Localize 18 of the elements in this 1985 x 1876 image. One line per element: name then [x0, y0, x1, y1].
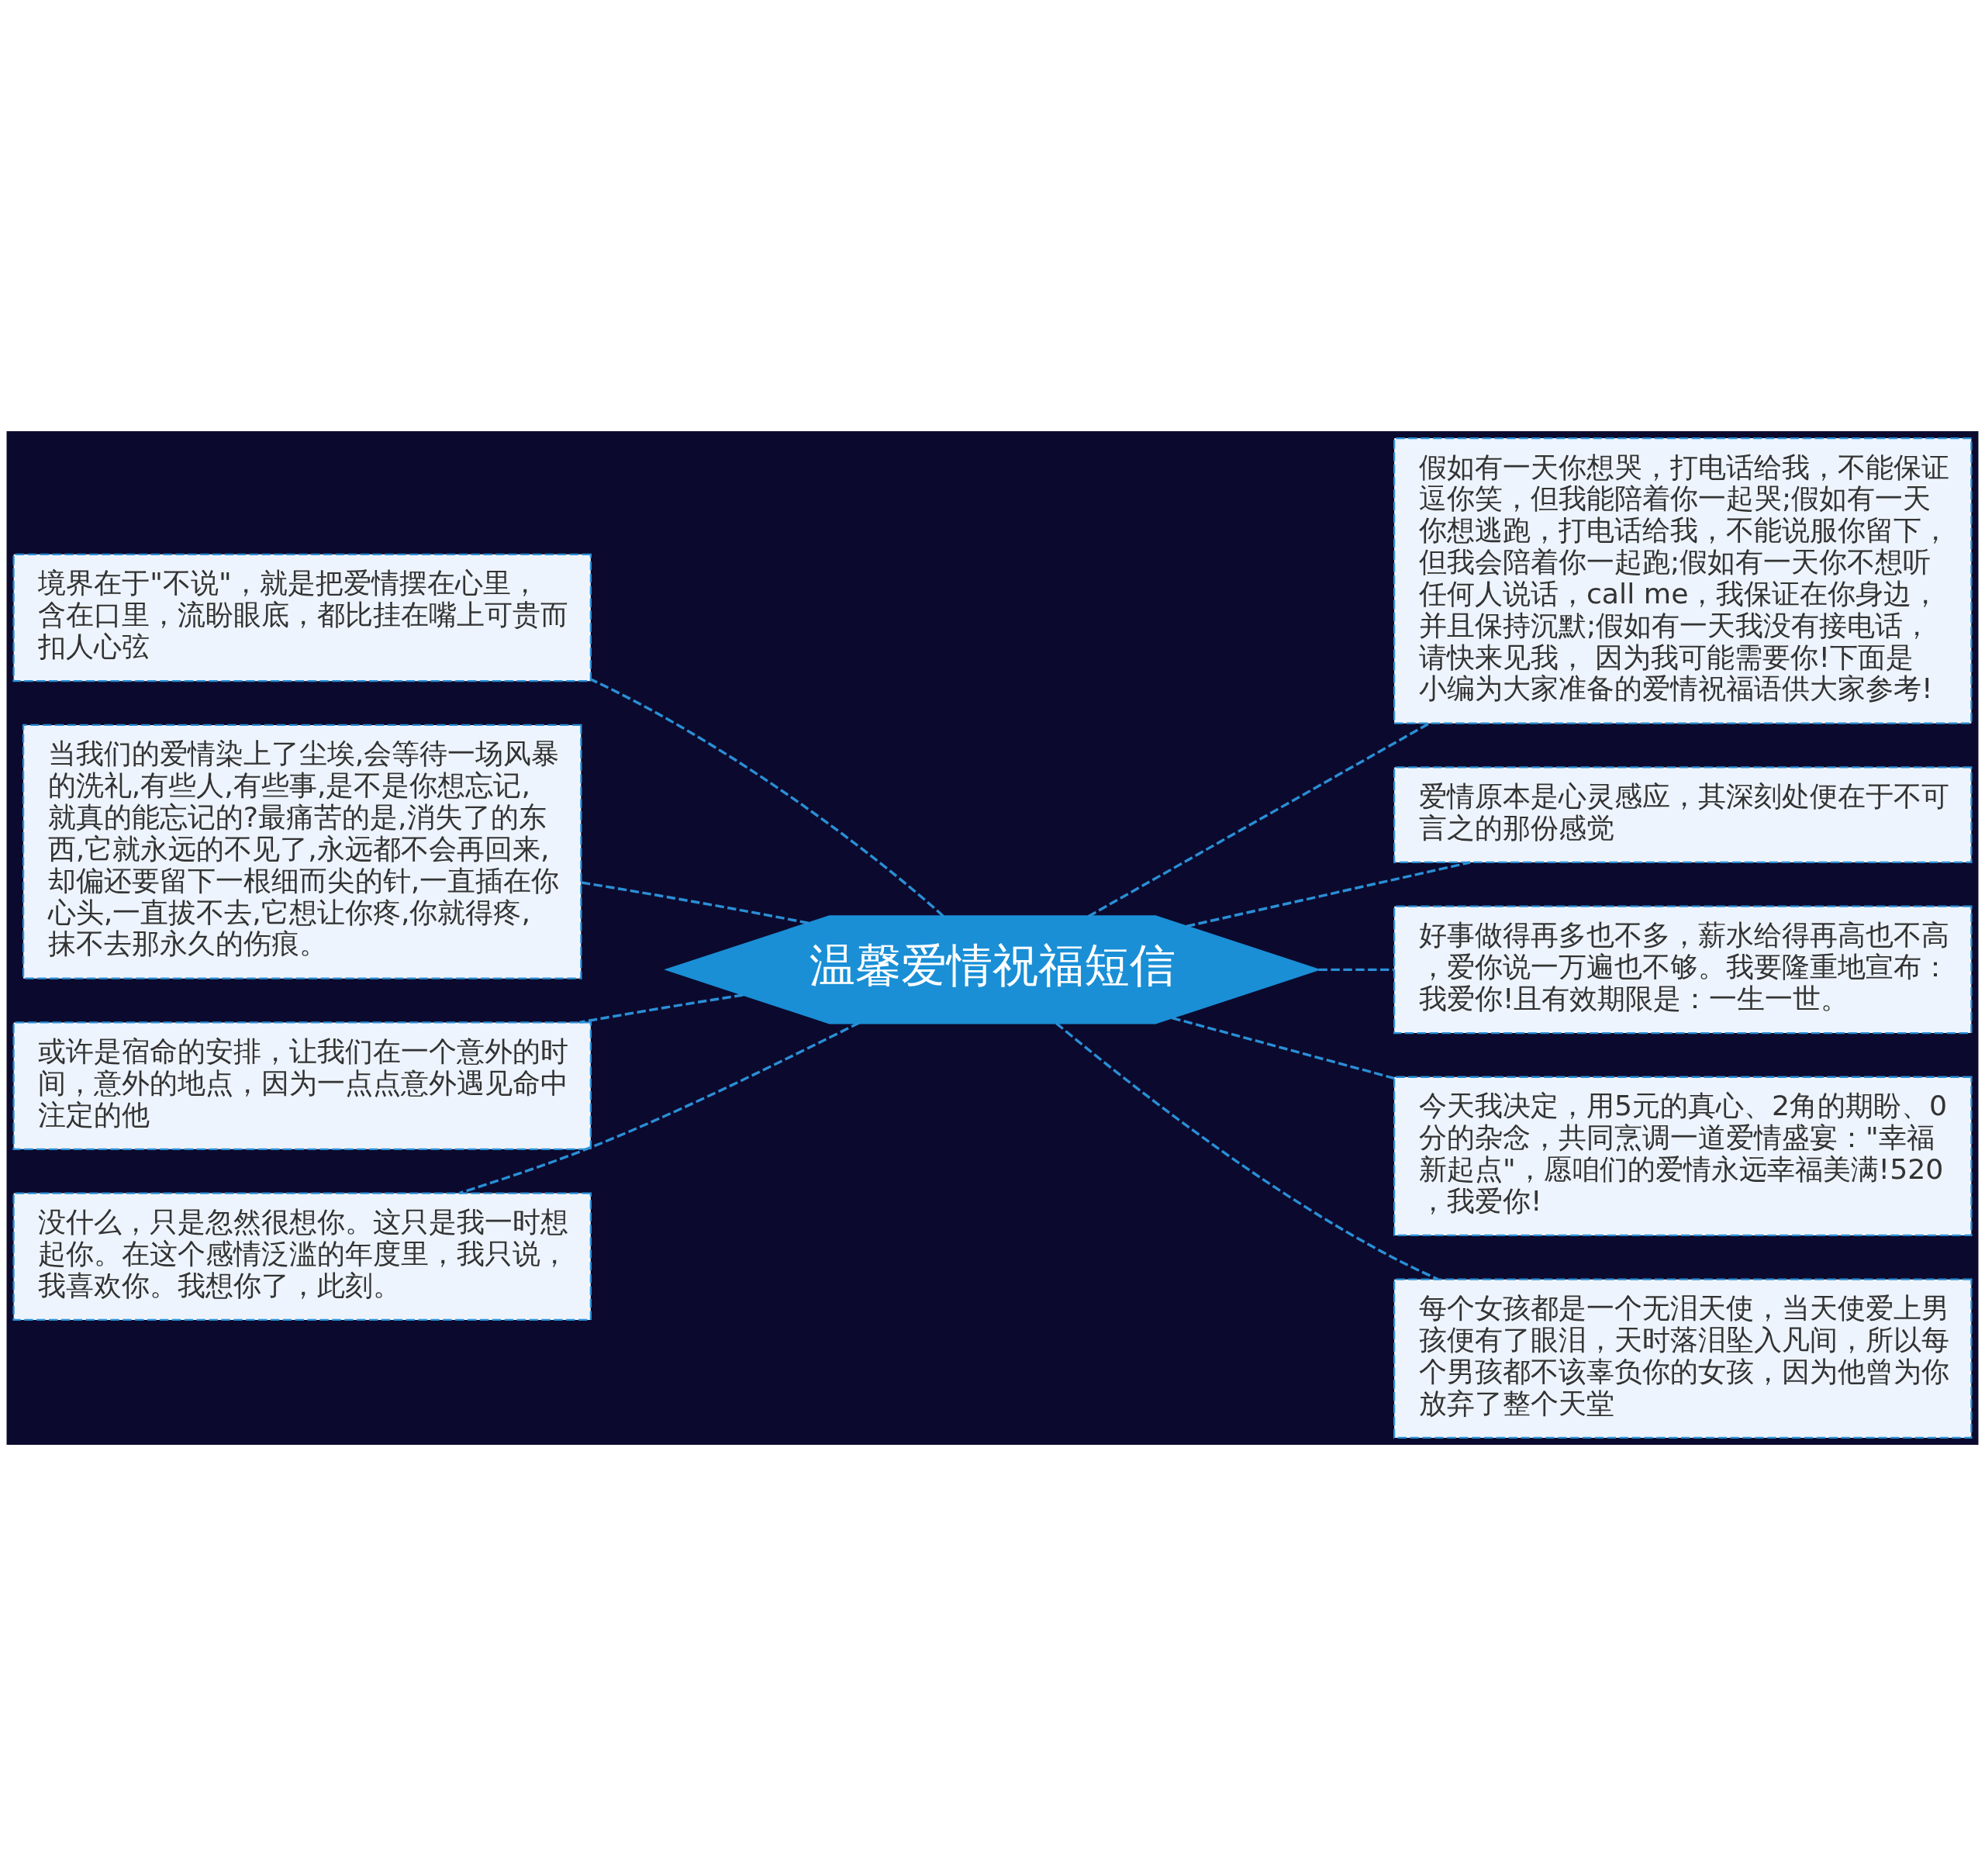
connector: [1186, 861, 1471, 928]
node-box: 每个女孩都是一个无泪天使，当天使爱上男孩便有了眼泪，天时落泪坠入凡间，所以每个男孩都不该辜负你的女孩，因为他曾为你放弃了整个天堂: [1393, 1278, 1973, 1439]
node-box: 当我们的爱情染上了尘埃,会等待一场风暴的洗礼,有些人,有些事,是不是你想忘记,就真的能忘记的?最痛苦的是,消失了的东西,它就永远的不见了,永远都不会再回来,却偏还要留下一根细而尖的针,一直插在你心头,一直拔不去,它想让你疼,你就得疼,抹不去那永久的伤痕。: [22, 724, 582, 979]
connector: [459, 1021, 860, 1194]
connector: [581, 881, 809, 924]
connector: [1318, 968, 1394, 972]
node-box: 或许是宿命的安排，让我们在一个意外的时间，意外的地点，因为一点点意外遇见命中注定的他: [12, 1021, 592, 1150]
connector: [1055, 1022, 1439, 1280]
node-box: 境界在于"不说"，就是把爱情摆在心里，含在口里，流盼眼底，都比挂在嘴上可贵而扣人心弦: [12, 553, 592, 682]
node-box: 好事做得再多也不多，薪水给得再高也不高，爱你说一万遍也不够。我要隆重地宣布：我爱你!且有效期限是：一生一世。: [1393, 905, 1973, 1035]
node-box: 假如有一天你想哭，打电话给我，不能保证逗你笑，但我能陪着你一起哭;假如有一天你想逃跑，打电话给我，不能说服你留下，但我会陪着你一起跑;假如有一天你不想听任何人说话，call me，我保证在你身边，并且保持沉默;假如有一天我没有接电话，请快来见我， 因为我可能需要你!下面是小编为大家准备的爱情祝福语供大家参考!: [1393, 437, 1973, 724]
connector: [1087, 722, 1430, 918]
node-box: 爱情原本是心灵感应，其深刻处便在于不可言之的那份感觉: [1393, 766, 1973, 864]
connector: [1172, 1016, 1395, 1080]
node-box: 今天我决定，用5元的真心、2角的期盼、0分的杂念，共同烹调一道爱情盛宴："幸福新起点"，愿咱们的爱情永远幸福美满!520，我爱你!: [1393, 1076, 1973, 1237]
node-box: 没什么，只是忽然很想你。这只是我一时想起你。在这个感情泛滥的年度里，我只说，我喜欢你。我想你了，此刻。: [12, 1192, 592, 1321]
connector: [578, 993, 744, 1024]
connector: [590, 678, 944, 917]
